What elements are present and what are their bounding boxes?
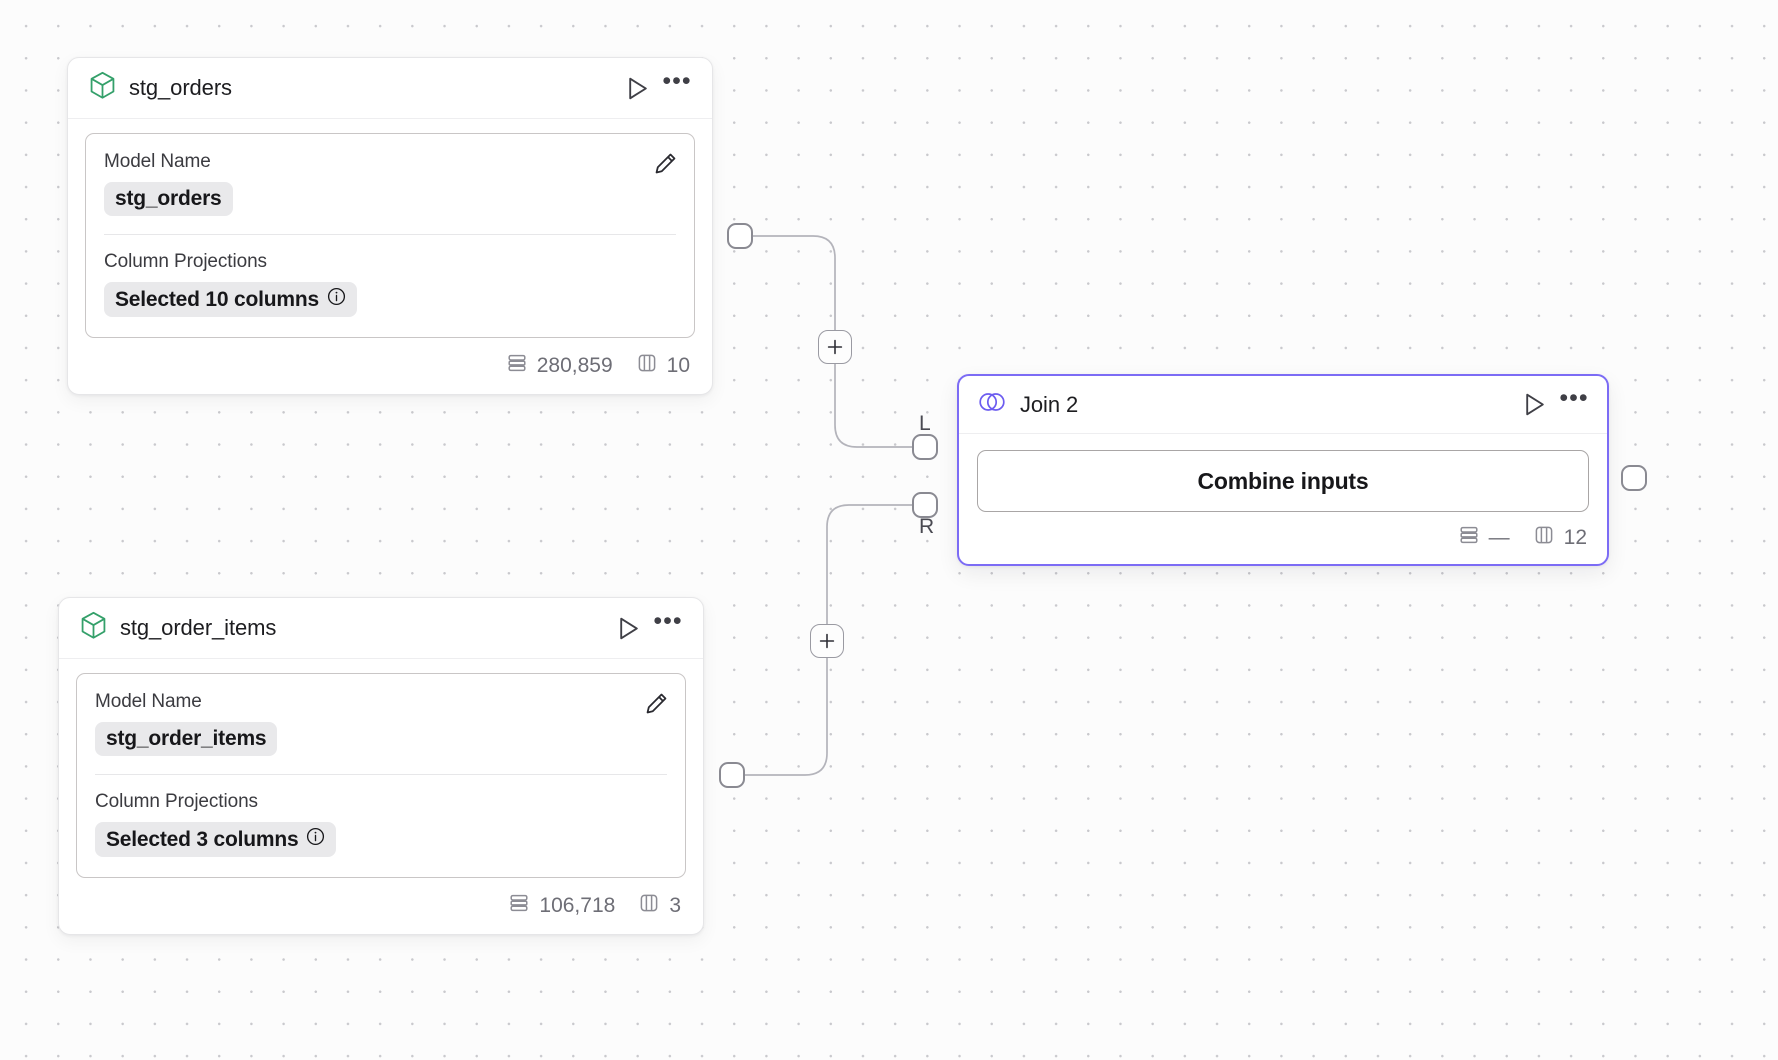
plus-icon — [827, 339, 843, 355]
node-title: stg_order_items — [120, 615, 277, 640]
node-title: stg_orders — [129, 75, 232, 100]
model-name-chip[interactable]: stg_order_items — [95, 722, 278, 756]
rows-value: 280,859 — [536, 354, 613, 377]
rows-value: 106,718 — [539, 894, 616, 917]
rows-value: — — [1488, 526, 1510, 549]
input-port-right-label: R — [919, 515, 935, 538]
output-port-stg-order-items[interactable] — [719, 762, 745, 788]
node-body: Model Name stg_orders Column Projections… — [68, 119, 712, 338]
node-body: Model Name stg_order_items Column Projec… — [59, 659, 703, 878]
node-header: stg_order_items ••• — [59, 598, 703, 659]
columns-icon — [636, 352, 658, 380]
node-header: stg_orders ••• — [68, 58, 712, 119]
columns-value: 10 — [666, 354, 690, 377]
ellipsis-icon[interactable]: ••• — [1559, 383, 1589, 412]
columns-stat: 10 — [636, 352, 690, 380]
node-body: Combine inputs — [959, 434, 1607, 512]
pencil-icon[interactable] — [641, 688, 671, 718]
combine-inputs-button[interactable]: Combine inputs — [977, 450, 1589, 512]
add-node-button-upper[interactable] — [818, 330, 852, 364]
column-projections-label: Column Projections — [104, 251, 267, 272]
column-projections-value: Selected 10 columns — [115, 287, 319, 311]
node-footer: — 12 — [959, 512, 1607, 564]
input-port-left-label: L — [919, 412, 931, 435]
rows-icon — [508, 892, 530, 920]
columns-icon — [638, 892, 660, 920]
output-port-stg-orders[interactable] — [727, 223, 753, 249]
columns-value: 3 — [669, 894, 681, 917]
input-port-join-left[interactable] — [912, 434, 938, 460]
play-icon[interactable] — [613, 613, 643, 643]
info-icon[interactable] — [327, 287, 346, 312]
node-stg-orders[interactable]: stg_orders ••• Model Name — [67, 57, 713, 395]
pencil-icon[interactable] — [650, 148, 680, 178]
node-footer: 280,859 10 — [68, 338, 712, 394]
combine-inputs-label: Combine inputs — [1197, 467, 1369, 494]
node-header: Join 2 ••• — [959, 376, 1607, 434]
panel-divider — [95, 774, 667, 775]
rows-stat: — — [1458, 524, 1510, 552]
add-node-button-lower[interactable] — [810, 624, 844, 658]
model-config-panel: Model Name stg_orders Column Projections… — [85, 133, 695, 338]
node-footer: 106,718 3 — [59, 878, 703, 934]
input-port-join-right[interactable] — [912, 492, 938, 518]
columns-stat: 3 — [638, 892, 681, 920]
play-icon[interactable] — [622, 73, 652, 103]
column-projections-chip[interactable]: Selected 10 columns — [104, 282, 357, 317]
rows-icon — [506, 352, 528, 380]
model-config-panel: Model Name stg_order_items Column Projec… — [76, 673, 686, 878]
join-venn-icon — [977, 390, 1007, 419]
rows-stat: 106,718 — [508, 892, 615, 920]
model-name-value: stg_order_items — [106, 727, 267, 750]
output-port-join-2[interactable] — [1621, 465, 1647, 491]
column-projections-chip[interactable]: Selected 3 columns — [95, 822, 337, 857]
rows-stat: 280,859 — [506, 352, 613, 380]
column-projections-value: Selected 3 columns — [106, 827, 299, 851]
plus-icon — [819, 633, 835, 649]
ellipsis-icon[interactable]: ••• — [662, 67, 692, 95]
node-title: Join 2 — [1020, 391, 1079, 417]
play-icon[interactable] — [1519, 390, 1549, 420]
column-projections-label: Column Projections — [95, 791, 258, 812]
model-name-value: stg_orders — [115, 187, 222, 210]
model-name-chip[interactable]: stg_orders — [104, 182, 233, 216]
cube-icon — [89, 71, 116, 105]
columns-stat: 12 — [1533, 524, 1587, 552]
columns-icon — [1533, 524, 1555, 552]
ellipsis-icon[interactable]: ••• — [653, 607, 683, 635]
columns-value: 12 — [1563, 526, 1587, 549]
node-stg-order-items[interactable]: stg_order_items ••• Model Name — [58, 597, 704, 935]
rows-icon — [1458, 524, 1480, 552]
model-name-label: Model Name — [104, 151, 211, 172]
node-join-2[interactable]: Join 2 ••• Combine inputs — [957, 374, 1609, 566]
cube-icon — [80, 611, 107, 645]
info-icon[interactable] — [306, 827, 325, 852]
panel-divider — [104, 234, 676, 235]
model-name-label: Model Name — [95, 691, 202, 712]
